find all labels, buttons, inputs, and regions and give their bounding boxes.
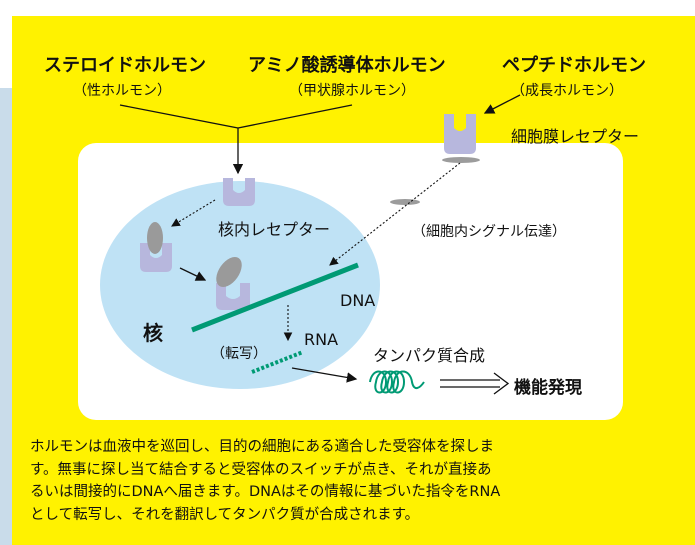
protein-coil: [369, 370, 425, 394]
receptor-hormone-complex: [140, 222, 172, 272]
membrane-receptor: [442, 114, 480, 163]
dna-label: DNA: [340, 291, 376, 310]
complex-move-arrow: [179, 267, 207, 281]
rna-label: RNA: [304, 330, 339, 349]
expression-arrow: [440, 372, 510, 395]
rna-strand: [251, 350, 304, 374]
nucleus-label: 核: [143, 321, 163, 345]
translation-arrow: [291, 367, 358, 383]
nuclear-receptor: [223, 178, 255, 206]
dna-bound-complex: [216, 256, 250, 310]
protein-synthesis-label: タンパク質合成: [373, 346, 486, 365]
peptide-hormone-example: （成長ホルモン）: [511, 83, 623, 99]
signal-molecule: [390, 199, 420, 205]
membrane-receptor-label: 細胞膜レセプター: [511, 127, 640, 146]
signal-transduction-label: （細胞内シグナル伝達）: [412, 224, 566, 240]
description-line: るいは間接的にDNAへ届きます。DNAはその情報に基づいた指令をRNA: [30, 484, 501, 500]
description-line: として転写し、それを翻訳してタンパク質が合成されます。: [30, 506, 420, 523]
amino-hormone-title: アミノ酸誘導体ホルモン: [248, 55, 446, 76]
signal-pathway-arrow: [329, 162, 461, 266]
hormone-connector-lines: [119, 94, 521, 175]
description-paragraph: ホルモンは血液中を巡回し、目的の細胞にある適合した受容体を探しま す。無事に探し…: [30, 436, 670, 526]
receptor-binding-arrow: [171, 199, 216, 227]
peptide-hormone-title: ペプチドホルモン: [502, 55, 646, 76]
dna-strand: [191, 262, 359, 333]
amino-hormone-example: （甲状腺ホルモン）: [289, 83, 415, 99]
description-line: す。無事に探し当て結合すると受容体のスイッチが点き、それが直接あ: [30, 461, 492, 478]
side-stripe: [0, 88, 14, 545]
description-line: ホルモンは血液中を巡回し、目的の細胞にある適合した受容体を探しま: [30, 439, 494, 455]
function-expression-label: 機能発現: [514, 378, 582, 398]
steroid-hormone-title: ステロイドホルモン: [44, 55, 206, 76]
nuclear-receptor-label: 核内レセプター: [218, 220, 331, 239]
transcription-label: （転写）: [211, 346, 267, 362]
steroid-hormone-example: （性ホルモン）: [73, 83, 171, 99]
